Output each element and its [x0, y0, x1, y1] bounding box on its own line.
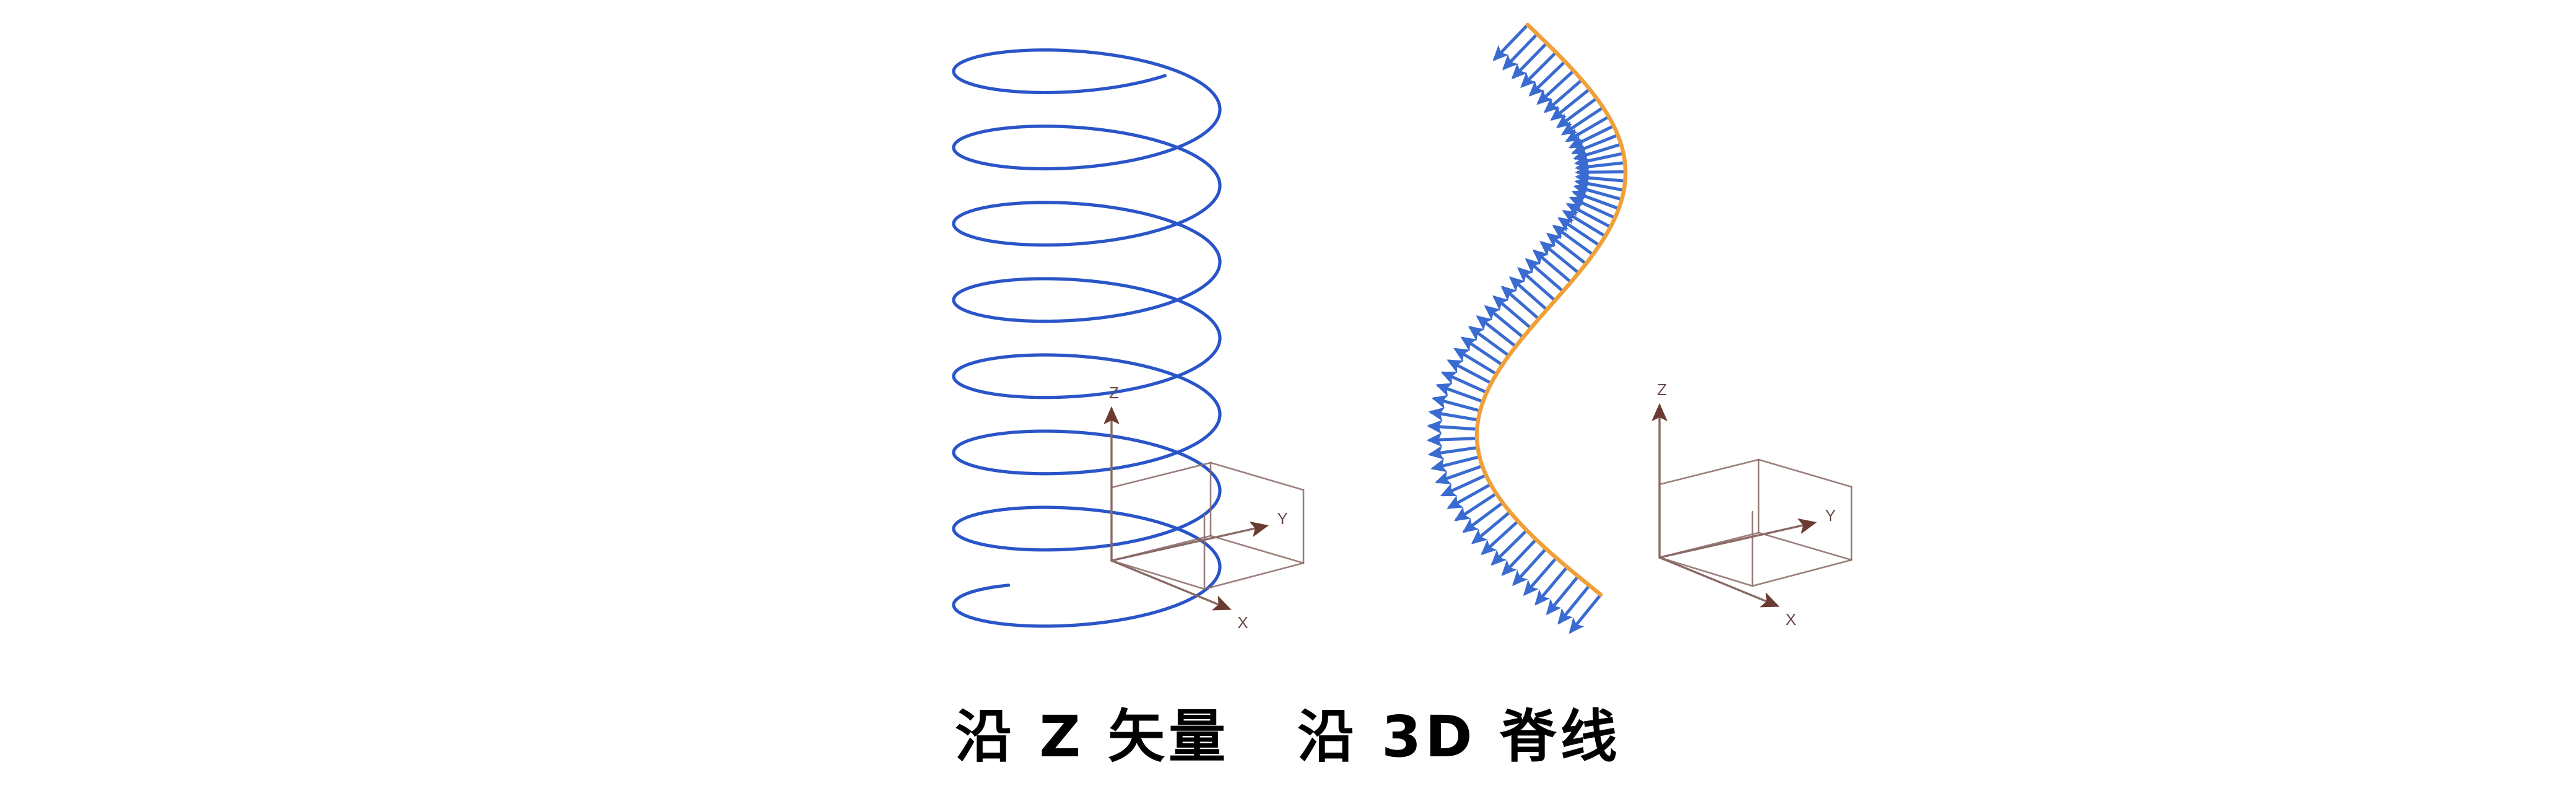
spine-curve: [1474, 22, 1628, 597]
helix-curve: [952, 48, 1222, 628]
panel-vectors-along-3d-spine: Z Y X: [1426, 22, 1853, 634]
axis-label-x: X: [1785, 610, 1796, 629]
axis-label-y: Y: [1277, 509, 1287, 528]
wcs-triad-left: Z Y X: [1103, 383, 1305, 632]
spine-vector-arrows: [1426, 24, 1625, 634]
wcs-triad-right: Z Y X: [1651, 380, 1853, 629]
axis-label-y: Y: [1825, 506, 1835, 525]
axis-label-x: X: [1237, 613, 1248, 632]
axis-label-z: Z: [1657, 380, 1667, 399]
panel-helix-along-z-vector: Z Y X: [952, 48, 1305, 632]
axis-label-z: Z: [1109, 383, 1119, 402]
